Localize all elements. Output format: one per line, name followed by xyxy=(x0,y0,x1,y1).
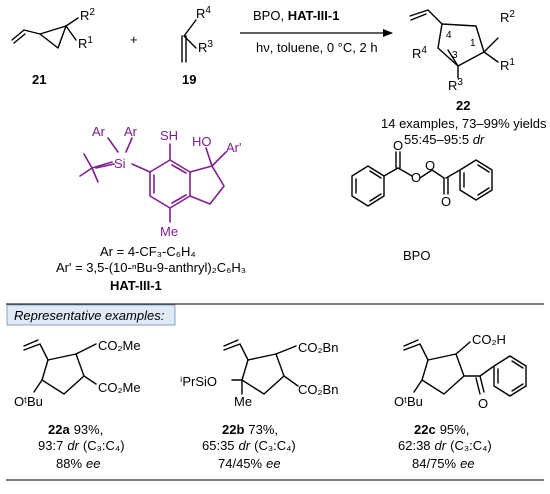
r3-label: R3 xyxy=(198,39,213,55)
ar-label-left: Ar xyxy=(92,124,106,139)
cyclopentane-product-22: 4 3 1 R2 R1 R4 R3 xyxy=(409,9,515,93)
ring-position-4: 4 xyxy=(446,30,452,41)
scope-summary: 14 examples, 73–99% yields xyxy=(381,116,547,131)
ar-label-right: Ar xyxy=(124,124,138,139)
22b-group-4: Me xyxy=(234,394,252,409)
conditions-line: hν, toluene, 0 °C, 2 h xyxy=(256,40,378,55)
compound-19-label: 19 xyxy=(182,72,196,87)
compound-21-label: 21 xyxy=(32,72,46,87)
ring-position-3: 3 xyxy=(452,50,458,61)
22c-group-2: OᵗBu xyxy=(394,394,423,409)
example-22c-structure: CO₂H OᵗBu O xyxy=(394,332,527,411)
bpo-peroxide-o-2: O xyxy=(425,158,435,173)
vinylcyclopropane-21: R2 R1 xyxy=(11,7,95,51)
bpo-structure: O O O O xyxy=(351,138,493,209)
plus-sign: + xyxy=(130,32,138,47)
ho-group: HO xyxy=(192,134,212,149)
22a-group-1: CO₂Me xyxy=(98,338,141,353)
examples-header-box xyxy=(6,304,176,326)
hat-catalyst-structure: Si Ar Ar SH HO Ar' Me xyxy=(79,124,241,239)
example-22a-structure: CO₂Me CO₂Me OᵗBu xyxy=(14,338,141,409)
r1-label: R1 xyxy=(78,35,93,51)
reagents-line: BPO, HAT-III-1 xyxy=(253,8,339,23)
r2-label: R2 xyxy=(80,7,95,23)
ar-prime-label: Ar' xyxy=(226,140,241,155)
22c-ee: 84/75%ee xyxy=(412,456,475,471)
product-r2-label: R2 xyxy=(500,9,515,25)
compound-22-label: 22 xyxy=(456,98,470,113)
22a-group-2: CO₂Me xyxy=(98,380,141,395)
dr-range: 55:45–95:5 dr xyxy=(404,132,485,147)
examples-header: Representative examples: xyxy=(14,308,165,323)
22b-ee: 74/45%ee xyxy=(218,456,281,471)
22c-group-1: CO₂H xyxy=(472,332,506,347)
example-22b-structure: CO₂Bn CO₂Bn ⁱPrSiO Me xyxy=(180,339,338,409)
si-atom: Si xyxy=(114,156,126,171)
catalyst-name: HAT-III-1 xyxy=(110,278,162,293)
22b-group-3: ⁱPrSiO xyxy=(180,374,217,389)
sh-group: SH xyxy=(160,128,178,143)
bpo-peroxide-o-1: O xyxy=(411,170,421,185)
22b-group-1: CO₂Bn xyxy=(298,340,338,355)
product-r1-label: R1 xyxy=(500,57,515,73)
22a-group-3: OᵗBu xyxy=(14,394,43,409)
product-r3-label: R3 xyxy=(448,77,463,93)
bpo-carbonyl-o-1: O xyxy=(393,138,403,153)
ring-position-1: 1 xyxy=(470,38,476,49)
22a-ee: 88%ee xyxy=(56,456,101,471)
product-r4-label: R4 xyxy=(412,45,427,61)
ar-definition: Ar = 4-CF₃-C₆H₄ xyxy=(100,244,196,259)
bpo-carbonyl-o-2: O xyxy=(441,194,451,209)
ar-prime-definition: Ar' = 3,5-(10-ⁿBu-9-anthryl)₂C₆H₃ xyxy=(56,260,246,275)
22b-group-2: CO₂Bn xyxy=(298,382,338,397)
bpo-label: BPO xyxy=(403,248,430,263)
me-group: Me xyxy=(160,224,178,239)
r4-label: R4 xyxy=(196,5,211,21)
alkene-19: R4 R3 xyxy=(181,5,213,63)
22c-group-3: O xyxy=(478,396,488,411)
